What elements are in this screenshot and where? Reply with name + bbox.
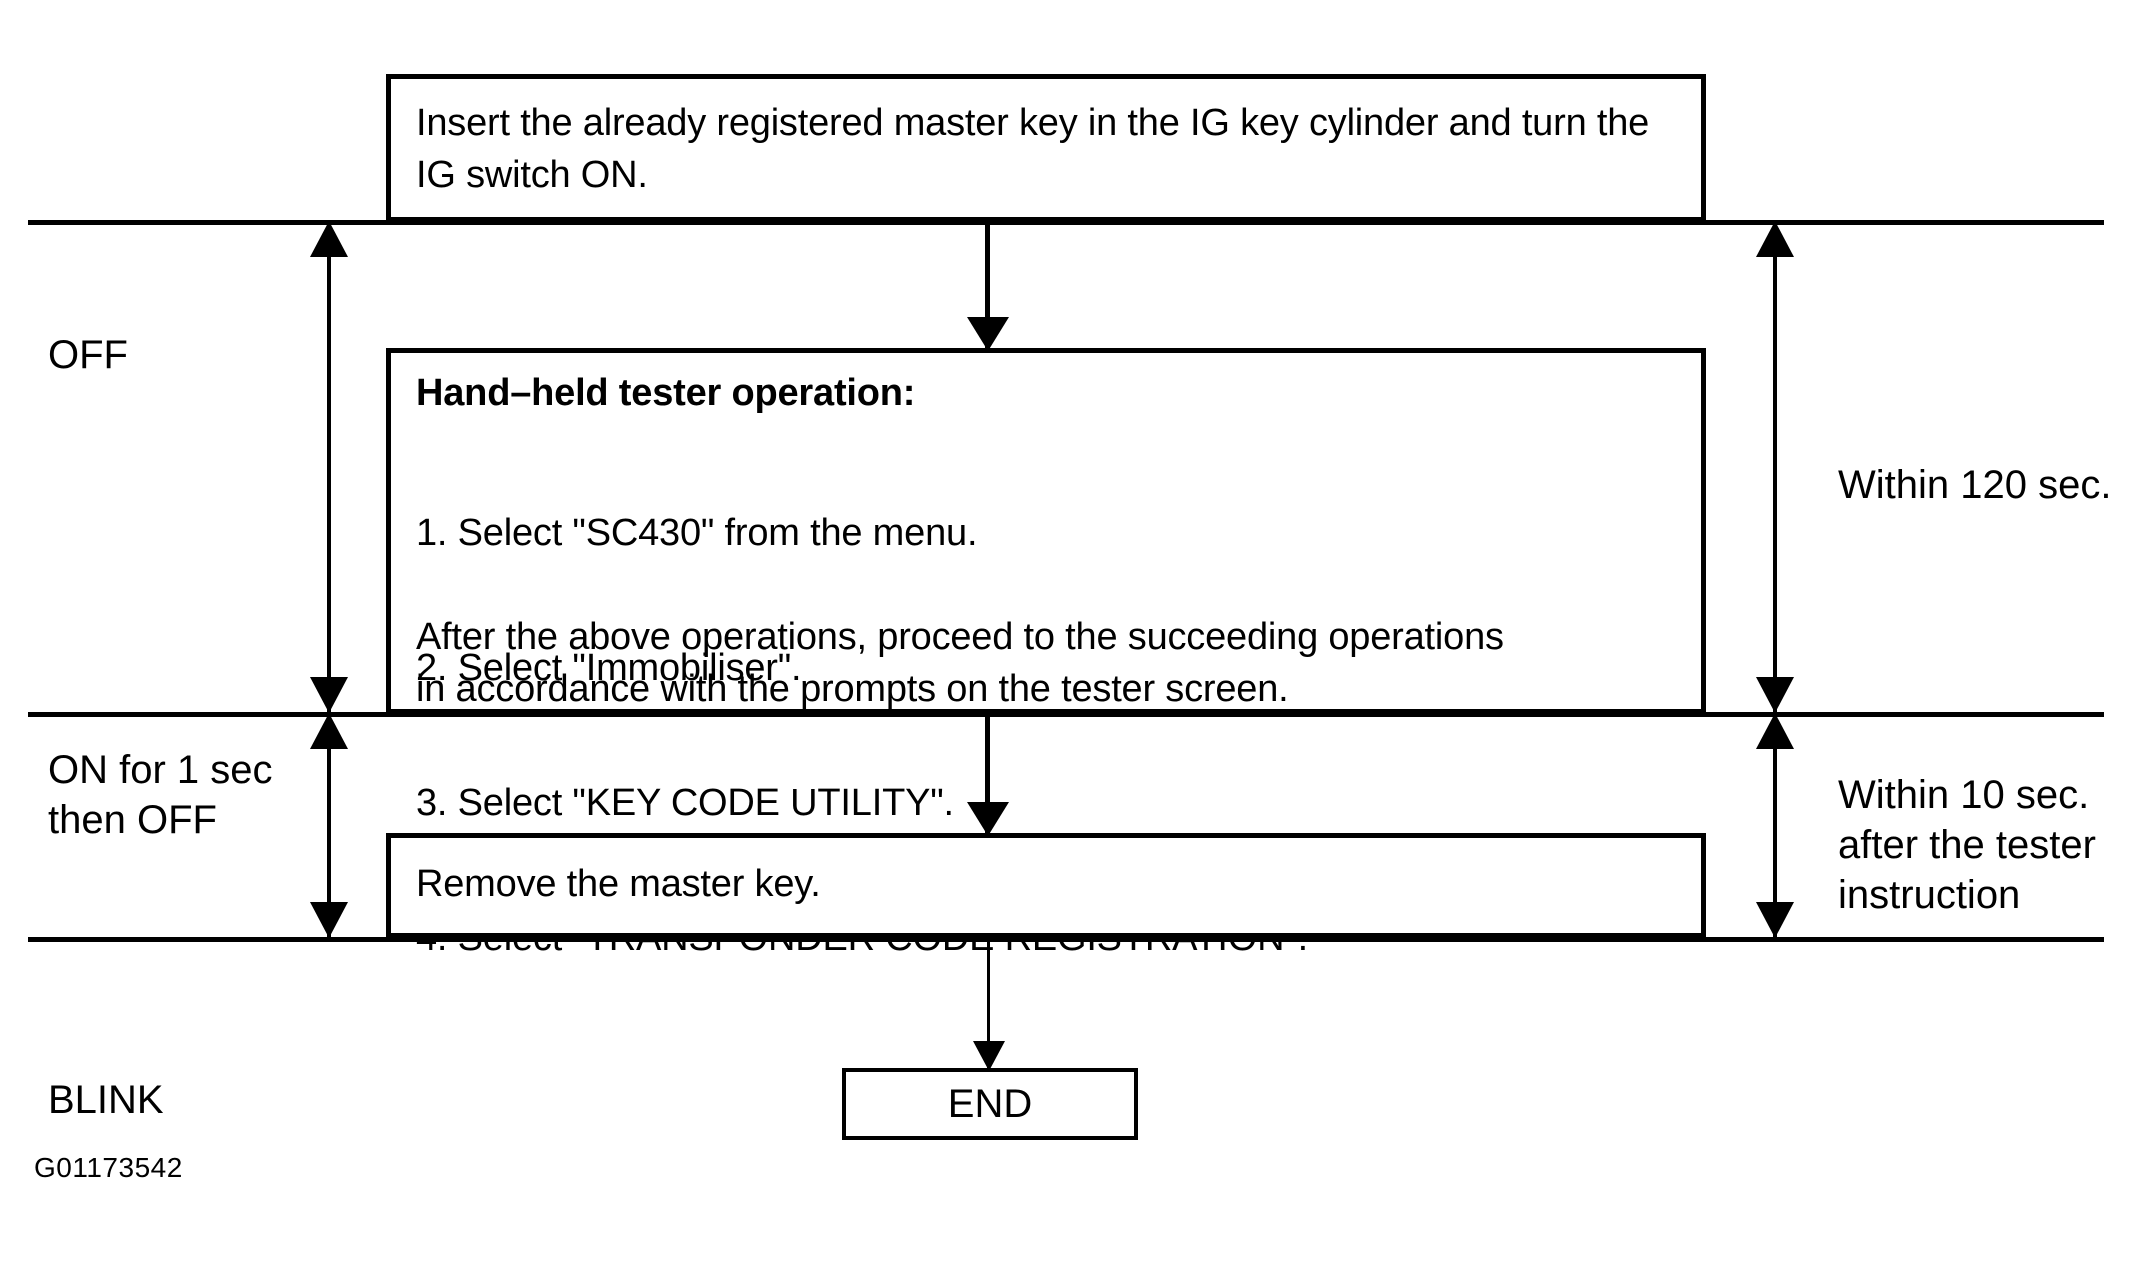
tester-operation-step-item: 3. Select "KEY CODE UTILITY". xyxy=(416,782,954,824)
tester-operation-step-list: 1. Select "SC430" from the menu. 2. Sele… xyxy=(416,421,1308,1051)
state-divider-line-3 xyxy=(28,937,2104,942)
state-label-on-1-sec: ON for 1 sec then OFF xyxy=(48,748,273,842)
tester-operation-heading: Hand–held tester operation: xyxy=(416,372,916,414)
tester-operation-footer-line-2: in accordance with the prompts on the te… xyxy=(416,668,1289,710)
state-divider-line-1 xyxy=(28,220,2104,225)
tester-operation-footer-line-1: After the above operations, proceed to t… xyxy=(416,616,1504,658)
connector-arrow-step1-to-step2 xyxy=(985,222,990,350)
tester-operation-step-item: 1. Select "SC430" from the menu. xyxy=(416,512,978,554)
state-label-blink: BLINK xyxy=(48,1078,164,1122)
left-dimension-arrow-off xyxy=(327,222,331,712)
process-box-remove-master-key: Remove the master key. xyxy=(386,833,1706,938)
right-dimension-arrow-10sec xyxy=(1773,714,1777,937)
right-dimension-arrow-120sec xyxy=(1773,222,1777,712)
tester-operation-step-item: 2. Select "Immobiliser". xyxy=(416,647,802,689)
terminator-box-end-text: END xyxy=(947,1081,1033,1126)
process-box-insert-master-key: Insert the already registered master key… xyxy=(386,74,1706,222)
timing-label-within-120-sec: Within 120 sec. xyxy=(1838,463,2112,507)
timing-label-within-10-sec: Within 10 sec. after the tester instruct… xyxy=(1838,773,2096,917)
connector-arrow-step2-to-step3 xyxy=(985,714,990,835)
state-divider-line-2 xyxy=(28,712,2104,717)
process-box-remove-master-key-text: Remove the master key. xyxy=(416,863,821,905)
connector-arrow-step3-to-end xyxy=(987,938,990,1070)
process-box-tester-operation: Hand–held tester operation: 1. Select "S… xyxy=(386,348,1706,959)
terminator-box-end: END xyxy=(842,1068,1138,1140)
figure-reference-code: G01173542 xyxy=(34,1152,183,1183)
left-dimension-arrow-on-off xyxy=(327,714,331,937)
process-box-insert-master-key-text: Insert the already registered master key… xyxy=(416,102,1660,196)
state-label-off: OFF xyxy=(48,333,128,377)
